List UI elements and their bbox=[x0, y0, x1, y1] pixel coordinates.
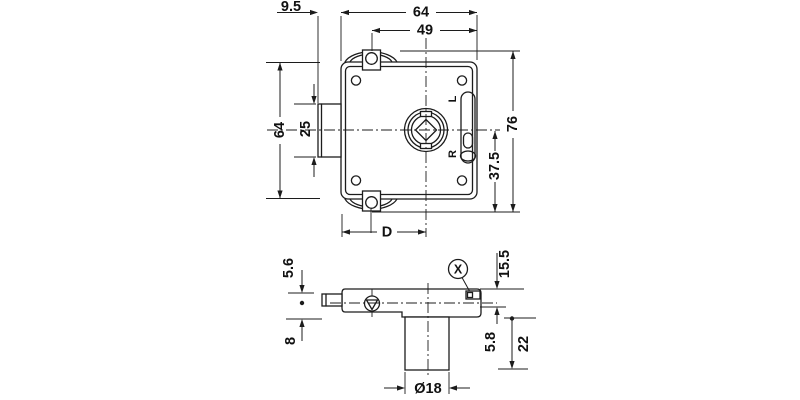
detail-x-feature-inner bbox=[466, 291, 474, 299]
side-view: X 5.6 8 15.5 5.8 22 Ø18 bbox=[281, 250, 536, 397]
side-dimension-lines bbox=[301, 253, 513, 389]
corner-screw-holes bbox=[350, 75, 468, 186]
label-right-hand: R bbox=[447, 150, 459, 158]
lock-cylinder bbox=[404, 316, 450, 371]
dim-dot-right bbox=[509, 316, 515, 321]
detail-x-leader-line bbox=[461, 277, 470, 292]
side-latch-body bbox=[321, 293, 343, 307]
side-screw bbox=[363, 289, 381, 317]
detail-x-feature bbox=[465, 290, 481, 300]
dim-width-64: 64 bbox=[413, 5, 429, 21]
dim-offset-9-5: 9.5 bbox=[281, 0, 301, 15]
dim-backset-D: D bbox=[382, 225, 392, 241]
detail-x-circle bbox=[447, 258, 469, 280]
dim-cylinder-length-22: 22 bbox=[516, 336, 532, 352]
lock-case bbox=[340, 61, 478, 200]
screw-cone bbox=[365, 299, 379, 311]
screw-bracket-bottom bbox=[361, 190, 382, 212]
case-inner-outline bbox=[344, 65, 474, 196]
dim-center-to-edge-37-5: 37.5 bbox=[487, 152, 503, 180]
dim-latch-thickness-5-6: 5.6 bbox=[281, 258, 297, 278]
side-extension-lines bbox=[286, 288, 536, 394]
detail-x-label: X bbox=[454, 263, 463, 277]
detail-x: X bbox=[447, 258, 481, 300]
dim-step-5-8: 5.8 bbox=[483, 332, 499, 352]
dimension-lines bbox=[277, 12, 514, 233]
slider-knob bbox=[462, 132, 474, 149]
dim-height-15-5: 15.5 bbox=[497, 250, 513, 278]
dim-dot-left bbox=[299, 300, 305, 306]
dim-width-inner-49: 49 bbox=[417, 23, 433, 39]
corner-hole-bottom-right bbox=[456, 175, 468, 186]
corner-hole-top-left bbox=[350, 75, 362, 86]
label-left-hand: L bbox=[447, 95, 459, 102]
dim-total-height-76: 76 bbox=[505, 116, 521, 132]
case-outer-outline bbox=[340, 61, 478, 200]
dim-body-thickness-8: 8 bbox=[283, 337, 299, 345]
screw-hole-bottom bbox=[365, 196, 378, 209]
slider-channel bbox=[460, 91, 476, 164]
dim-cylinder-diameter-18: Ø18 bbox=[414, 381, 441, 397]
front-view: L R 9.5 64 49 64 25 76 37.5 D bbox=[266, 0, 521, 241]
latch-bolt-body bbox=[317, 103, 342, 158]
corner-hole-bottom-left bbox=[350, 175, 362, 186]
corner-hole-top-right bbox=[456, 75, 468, 86]
dim-height-64: 64 bbox=[272, 122, 288, 138]
latch-bolt bbox=[317, 103, 342, 158]
screw-hole-top bbox=[365, 52, 378, 65]
extension-lines bbox=[266, 15, 520, 237]
screw-bracket-top bbox=[361, 49, 382, 71]
side-latch bbox=[321, 293, 343, 307]
dim-latch-25: 25 bbox=[298, 121, 314, 137]
slider-oval bbox=[459, 150, 477, 162]
direction-slider bbox=[459, 91, 477, 164]
